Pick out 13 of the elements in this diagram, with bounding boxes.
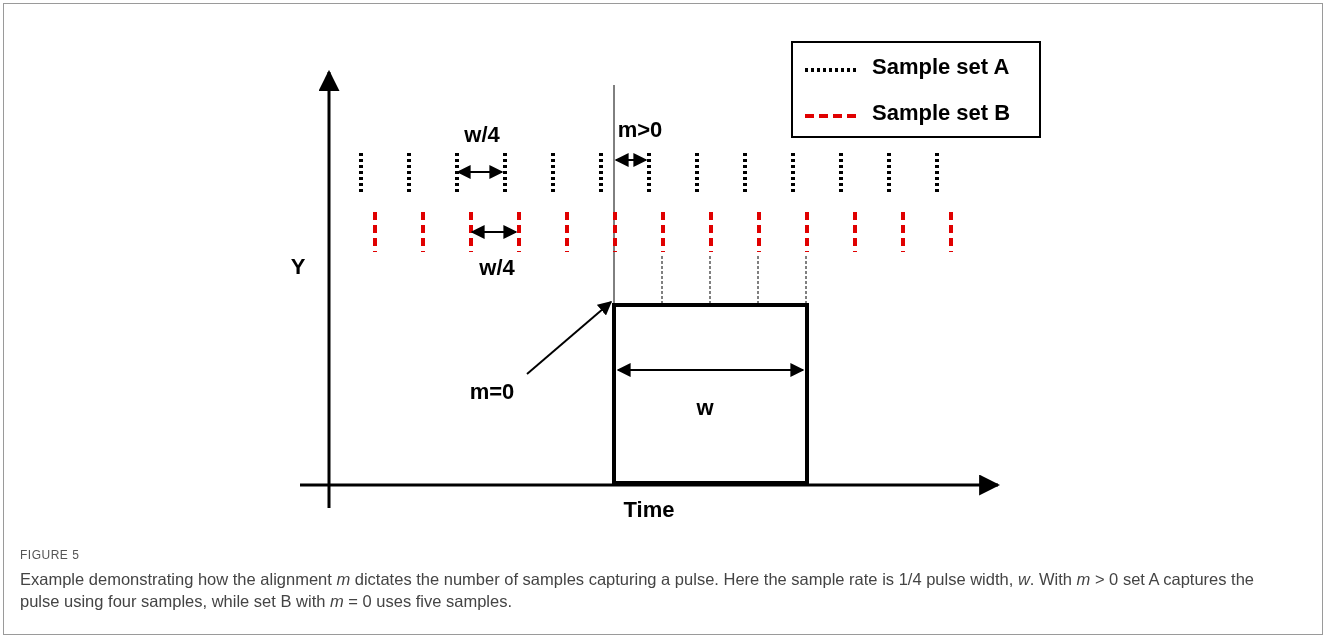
legend-label: Sample set A [872,54,1010,80]
dimension-label: w/4 [479,255,515,281]
axis-label: Y [290,254,306,280]
dimension-label: w [696,395,714,421]
leader-line [526,301,613,375]
dimension-label: w/4 [464,122,500,148]
caption: Example demonstrating how the alignment m dictates the number of samples capturing a pulse. Here the sample rate is 1/4 pulse width, w. With m > 0 set A captures the pulse using four samples, while set B with m = 0 uses five samples. [20,569,1256,612]
figure-number: FIGURE 5 [20,548,80,562]
dimension-label: m>0 [617,117,663,143]
callout-text: m=0 [469,379,515,405]
legend-label: Sample set B [872,100,1011,126]
pulse-rectangle [612,303,809,485]
axis-label: Time [623,497,675,523]
